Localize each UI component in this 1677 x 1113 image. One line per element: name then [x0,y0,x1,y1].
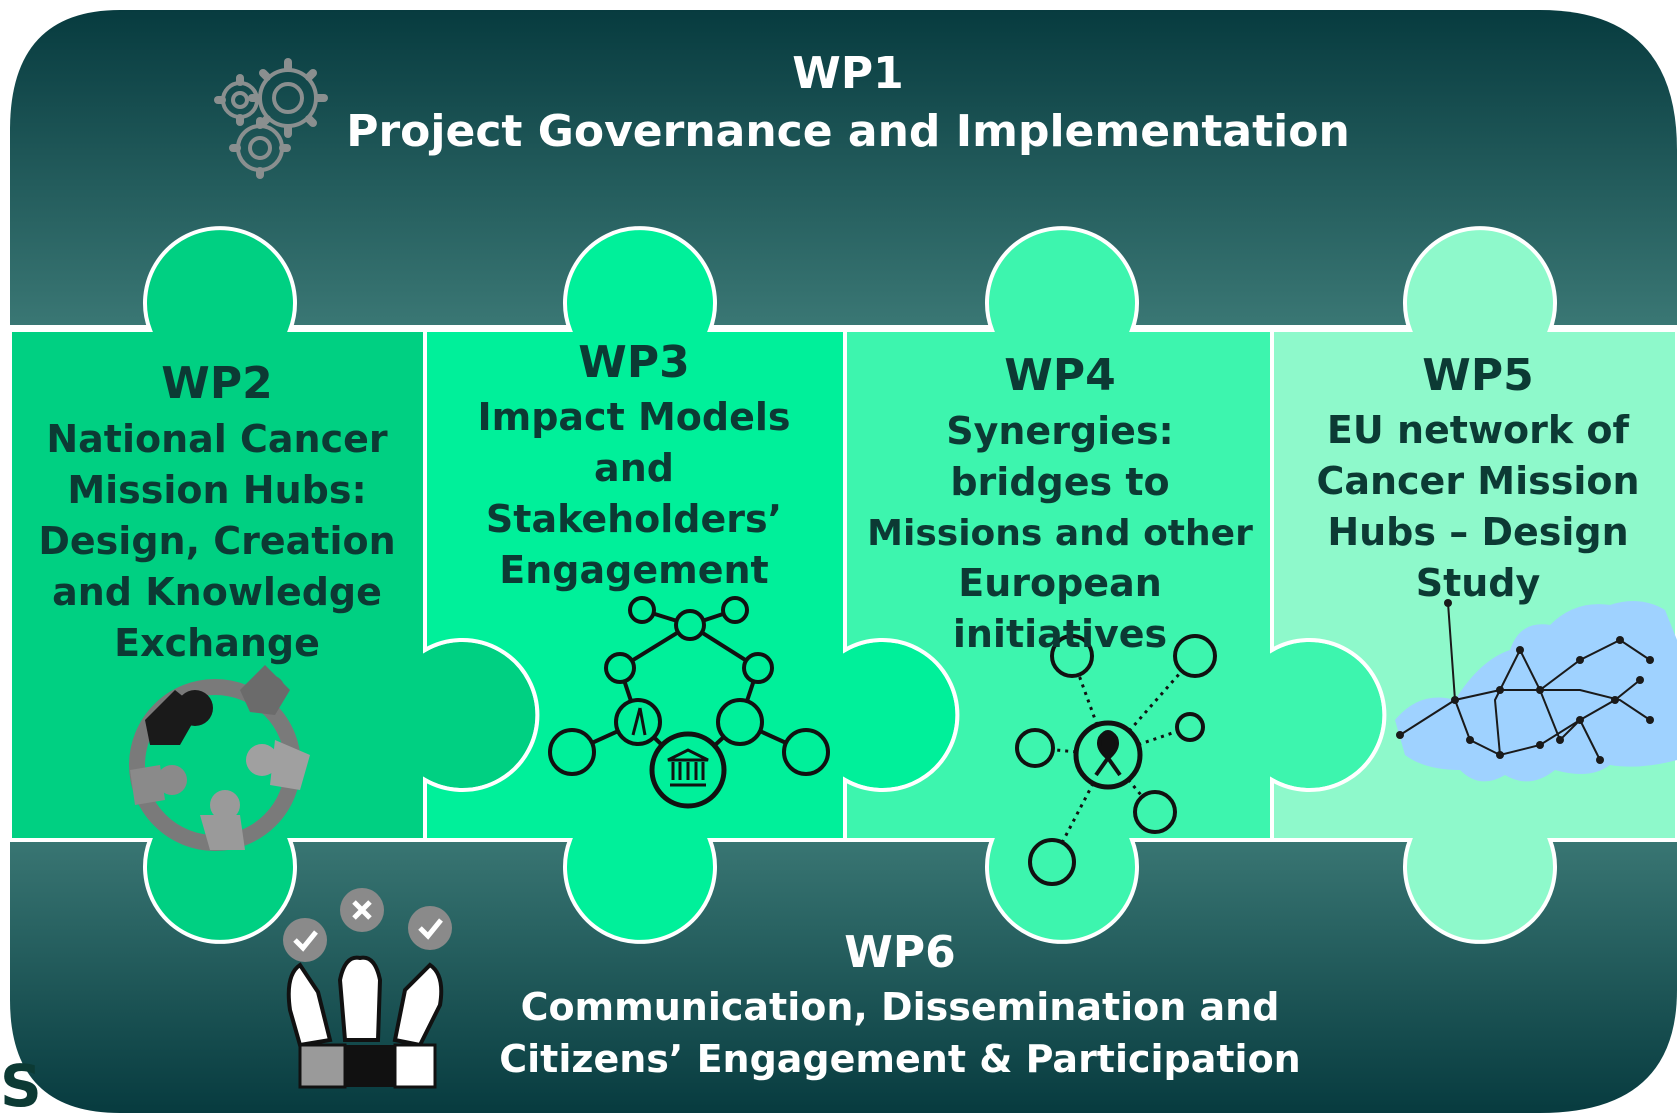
wp4-line-2: bridges to [950,460,1169,504]
wp1-band [10,10,1677,325]
wp1-title: Project Governance and Implementation [346,106,1350,157]
wp2-line-2: Mission Hubs: [67,468,366,512]
wp4-line-5: initiatives [953,612,1167,656]
collaboration-circle-icon [129,665,310,851]
gears-icon [214,58,328,179]
wp6-title-line-2: Citizens’ Engagement & Participation [499,1037,1301,1081]
wp3-line-1: Impact Models [477,395,790,439]
wp2-code: WP2 [161,358,272,409]
wp4-line-4: European [958,561,1162,605]
wp2-line-5: Exchange [114,621,320,665]
wp5-code: WP5 [1422,350,1533,401]
wp3-line-2: and [594,446,674,490]
wp3-line-4: Engagement [499,548,768,592]
wp6-title-line-1: Communication, Dissemination and [521,985,1280,1029]
mission-synergy-network-icon [1015,634,1217,886]
wp5-line-2: Cancer Mission [1316,459,1639,503]
wp2-line-1: National Cancer [46,417,388,461]
corner-text: S [0,1052,42,1113]
wp2-line-3: Design, Creation [38,519,395,563]
wp1-code: WP1 [792,48,903,99]
wp4-line-1: Synergies: [946,409,1174,453]
europe-network-map-icon [1395,599,1677,782]
raised-hands-vote-icon [283,888,452,1089]
wp6-code: WP6 [844,927,955,978]
wp5-line-3: Hubs – Design [1327,510,1628,554]
wp4-code: WP4 [1004,350,1115,401]
wp3-code: WP3 [578,337,689,388]
wp3-line-3: Stakeholders’ [486,497,782,541]
stakeholder-network-icon [548,596,830,809]
wp2-line-4: and Knowledge [52,570,382,614]
wp5-line-4: Study [1416,561,1541,605]
wp5-line-1: EU network of [1327,408,1630,452]
wp4-line-3: Missions and other [867,513,1253,554]
